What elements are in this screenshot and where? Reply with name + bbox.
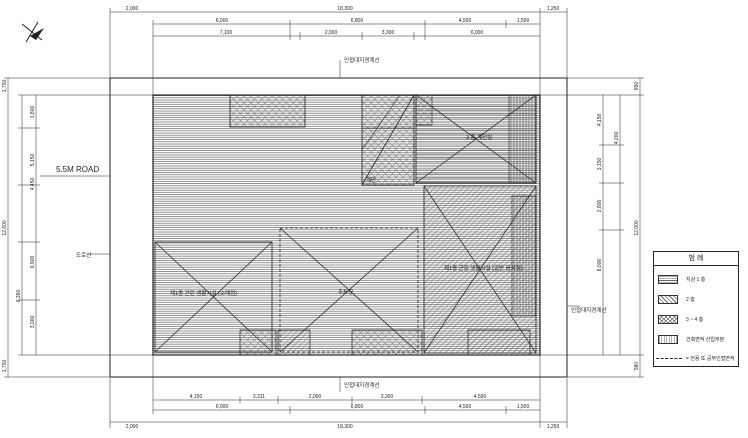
dim-right-inner-3: 2,800: [597, 200, 603, 213]
dim-bottom-row1-5: 4,500: [474, 394, 487, 400]
legend-item-label: 건축면적 산입부분: [686, 336, 725, 343]
dim-bottom-row2-1: 6,000: [216, 404, 229, 410]
dim-bottom-row1-2: 3,311: [253, 394, 265, 400]
bottom-notch-3: [351, 329, 423, 356]
left-bottom-room: [154, 241, 273, 353]
legend-item-building-area: 건축면적 산입부분: [658, 334, 724, 344]
bottom-notch-4: [467, 329, 531, 356]
parking-area: [279, 227, 419, 353]
dim-bottom-row2-4: 1,500: [517, 404, 530, 410]
dim-right-inner-2: 3,150: [597, 158, 603, 171]
top-notch-left: [229, 94, 306, 128]
dim-right-mid-1: 4,200: [614, 132, 620, 145]
dim-bottom-row2-2: 6,800: [351, 404, 364, 410]
legend-item-floor1: 지상 1 층: [658, 274, 705, 284]
dim-left-inner-1: 1,800: [30, 106, 36, 119]
legend-item-label: 3 ~ 4 층: [686, 316, 704, 323]
legend: 범 례 지상 1 층 2 층 3 ~ 4 층 건축면적 산입부분 = 전용 또 …: [653, 251, 739, 367]
dim-top-row3-3: 3,300: [382, 30, 395, 36]
dim-top-row2-1: 6,000: [216, 18, 229, 24]
dim-right-inner-1: 4,150: [597, 114, 603, 127]
label-top-boundary: 인접대지경계선: [344, 56, 379, 64]
dim-left-outer-top: 1,750: [2, 80, 8, 93]
dim-top-outer-left: 2,000: [126, 6, 139, 12]
dim-top-row3-1: 7,100: [220, 30, 233, 36]
dim-left-outer-bottom: 1,750: [2, 360, 8, 373]
dim-left-inner-5: 6,350: [16, 290, 22, 303]
legend-item-label: = 전용 또 공부인접면적: [686, 355, 735, 362]
legend-item-floor2: 2 층: [658, 294, 695, 304]
dim-right-inner-4: 8,000: [597, 259, 603, 272]
legend-item-floor3-4: 3 ~ 4 층: [658, 314, 703, 324]
dim-top-row3-4: 6,000: [471, 30, 484, 36]
legend-item-label: 2 층: [686, 296, 695, 303]
dim-right-outer-top: 850: [634, 82, 640, 91]
label-room-right-mid: 제1종 근린 생활시설 (일반 음식점): [444, 264, 523, 272]
dim-bottom-row1-1: 4,150: [190, 394, 203, 400]
swatch-dense-hatch-icon: [658, 274, 678, 284]
bottom-notch-2: [277, 329, 311, 356]
dim-bottom-outer-right: 1,250: [547, 424, 560, 430]
dim-top-outer-total: 18,300: [337, 6, 353, 12]
label-right-boundary: 인접대지경계선: [571, 306, 606, 314]
dim-left-inner-2: 5,150: [30, 154, 36, 167]
bottom-notch-1: [239, 329, 277, 356]
dim-top-outer-right: 1,250: [547, 6, 560, 12]
dim-right-outer-bottom: 580: [634, 362, 640, 371]
dim-left-inner-4: 6,900: [30, 256, 36, 269]
dim-top-row2-4: 1,500: [517, 18, 530, 24]
dim-bottom-row2-3: 4,500: [459, 404, 472, 410]
north-arrow-icon: [21, 21, 44, 43]
dashed-line-symbol-icon: [656, 357, 682, 359]
label-room-left-bottom: 제1종 근린 생활시설 (소매점): [170, 289, 237, 297]
dim-top-row2-3: 4,500: [459, 18, 472, 24]
legend-item-boundary-line: = 전용 또 공부인접면적: [656, 353, 735, 363]
swatch-cross-hatch-icon: [658, 314, 678, 324]
legend-item-label: 지상 1 층: [686, 276, 706, 283]
dim-right-mid-2: 12,000: [634, 220, 640, 236]
label-road-line: 도로선: [76, 251, 91, 259]
swatch-diagonal-hatch-icon: [658, 294, 678, 304]
label-bottom-boundary: 인접대지경계선: [344, 381, 379, 389]
legend-title: 범 례: [654, 252, 738, 266]
dim-bottom-outer-total: 18,300: [337, 424, 353, 430]
label-room-parking: 주차장: [338, 288, 353, 296]
road-label: 5.5M ROAD: [56, 165, 99, 174]
site-boundary: [109, 77, 568, 378]
dim-left-outer-total: 12,600: [2, 220, 8, 236]
dim-bottom-row1-4: 3,300: [381, 394, 394, 400]
dim-top-row2-2: 6,800: [351, 18, 364, 24]
label-room-stair: 계단: [366, 176, 376, 184]
dim-top-row3-2: 2,000: [325, 30, 338, 36]
dim-bottom-row1-3: 2,000: [309, 394, 322, 400]
dim-bottom-outer-left: 2,000: [126, 424, 139, 430]
swatch-vertical-hatch-icon: [658, 334, 678, 344]
dim-left-inner-3: 4,450: [30, 178, 36, 191]
dim-left-inner-6: 3,000: [30, 316, 36, 329]
label-room-top-right: 3 층 계단실: [466, 133, 492, 141]
